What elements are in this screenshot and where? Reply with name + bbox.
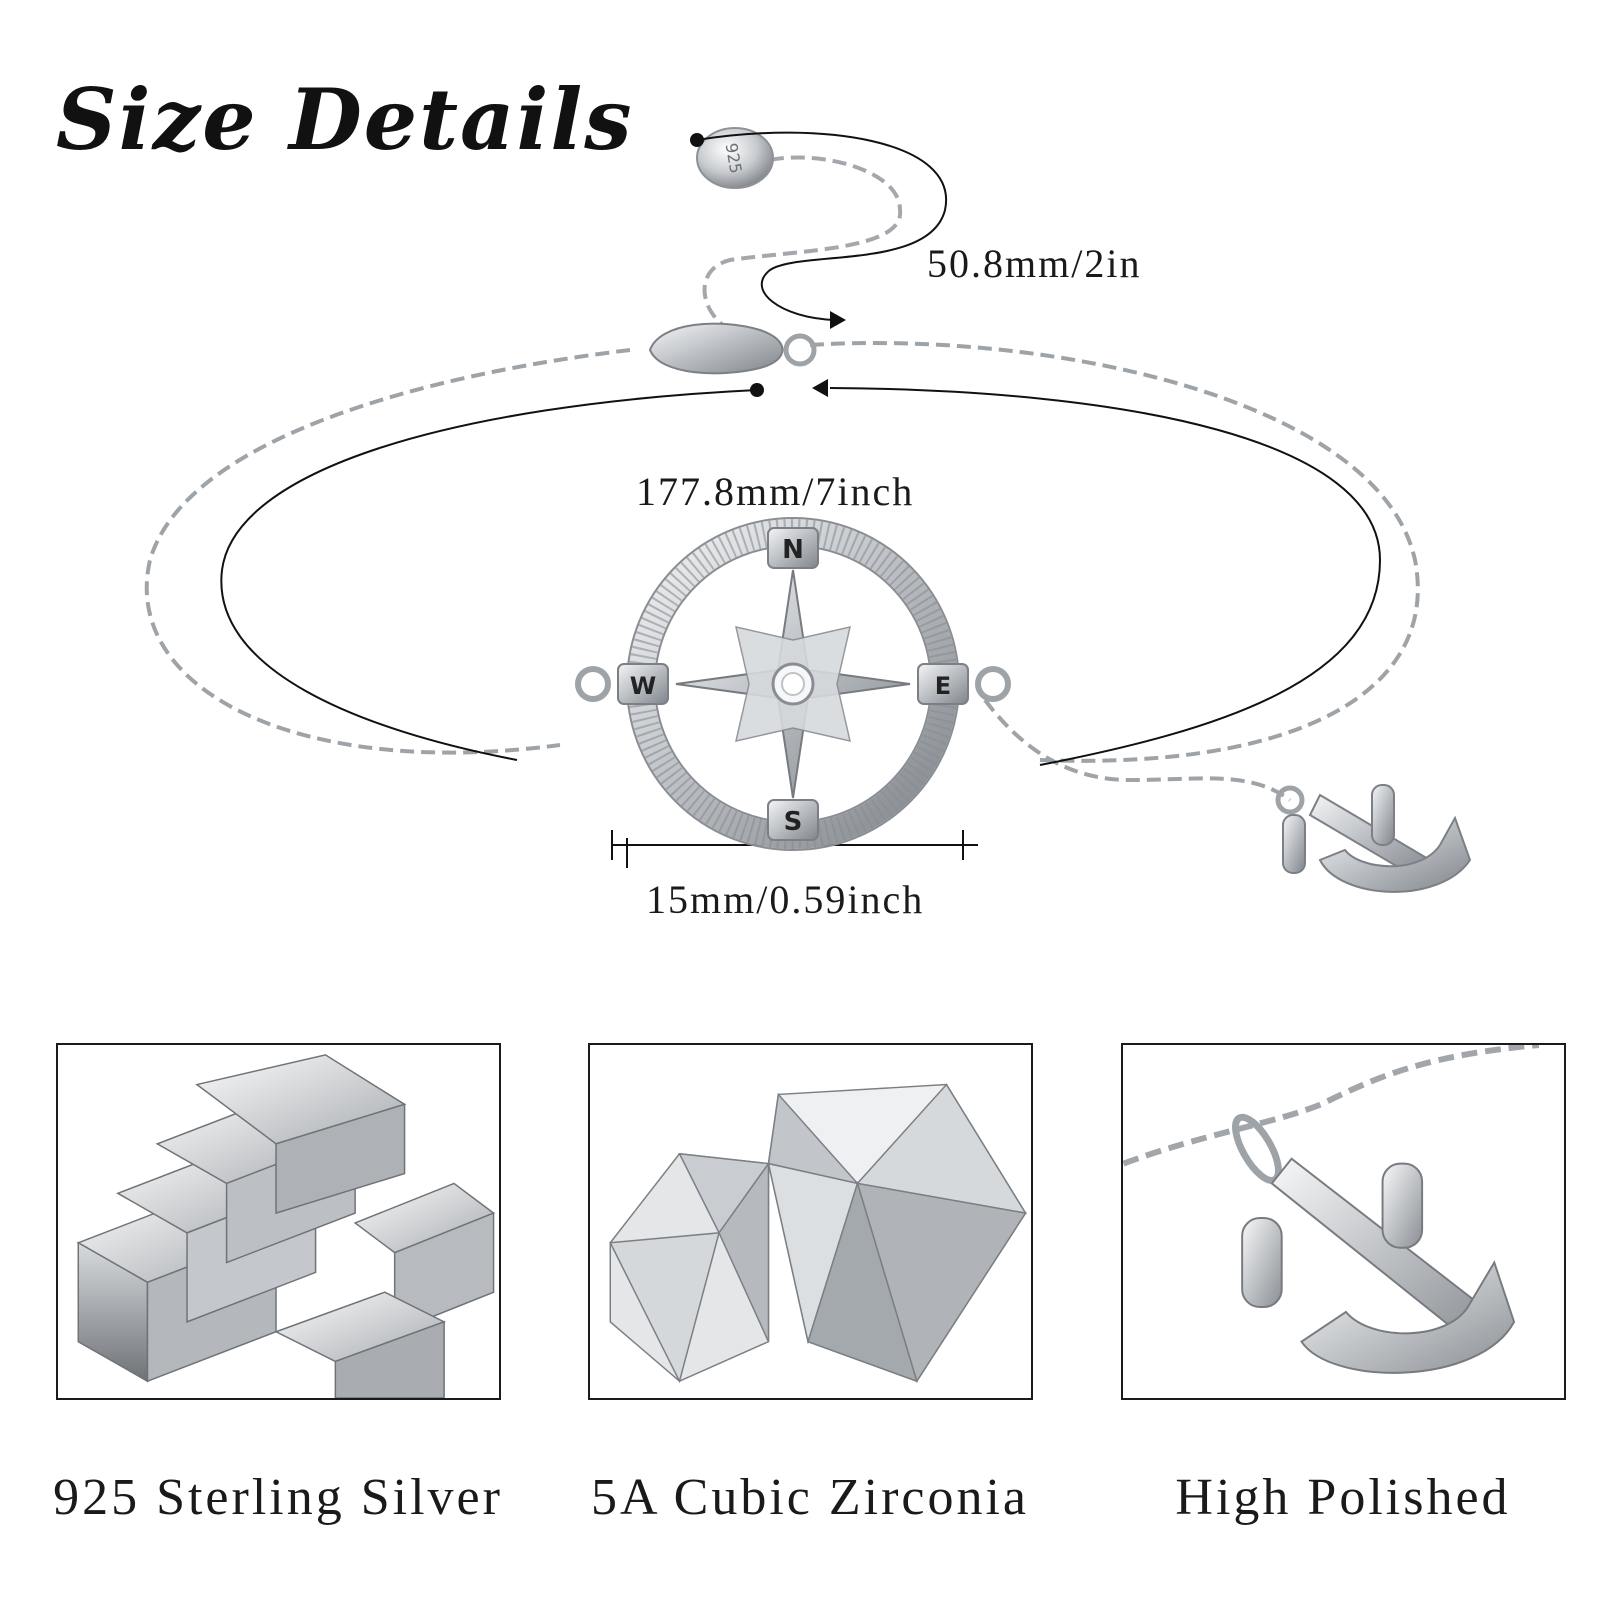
compass-letter-e: E [935,672,951,700]
compass-letter-s: S [784,807,803,837]
extender-measure-line [690,131,948,329]
gemstone-icon [609,1083,1028,1384]
compass-letter-n: N [782,535,804,565]
bracelet-illustration: 925 N S W E [144,127,1472,893]
pendant-width-label: 15mm/0.59inch [646,877,925,922]
page-title: Size Details [56,70,634,169]
feature-caption-polished: High Polished [1175,1469,1511,1526]
extender-chain [702,155,903,337]
lobster-clasp [648,322,817,375]
stamp-tag: 925 [696,127,774,189]
chain-length-label: 177.8mm/7inch [636,469,915,514]
anchor-charm-icon [1123,1045,1540,1374]
chain-length-measure-line [220,379,1382,766]
feature-caption-zirconia: 5A Cubic Zirconia [590,1469,1030,1526]
feature-panel-silver [56,1043,501,1400]
feature-caption-silver: 925 Sterling Silver [53,1469,503,1526]
feature-panel-polished [1121,1043,1566,1400]
anchor-charm [1275,784,1472,893]
compass-letter-w: W [630,672,656,700]
extender-length-label: 50.8mm/2in [927,241,1142,286]
feature-panel-zirconia [588,1043,1033,1400]
silver-bars-icon [76,1054,496,1398]
compass-pendant: N S W E [575,517,1011,851]
bracelet-chain [144,341,1420,802]
